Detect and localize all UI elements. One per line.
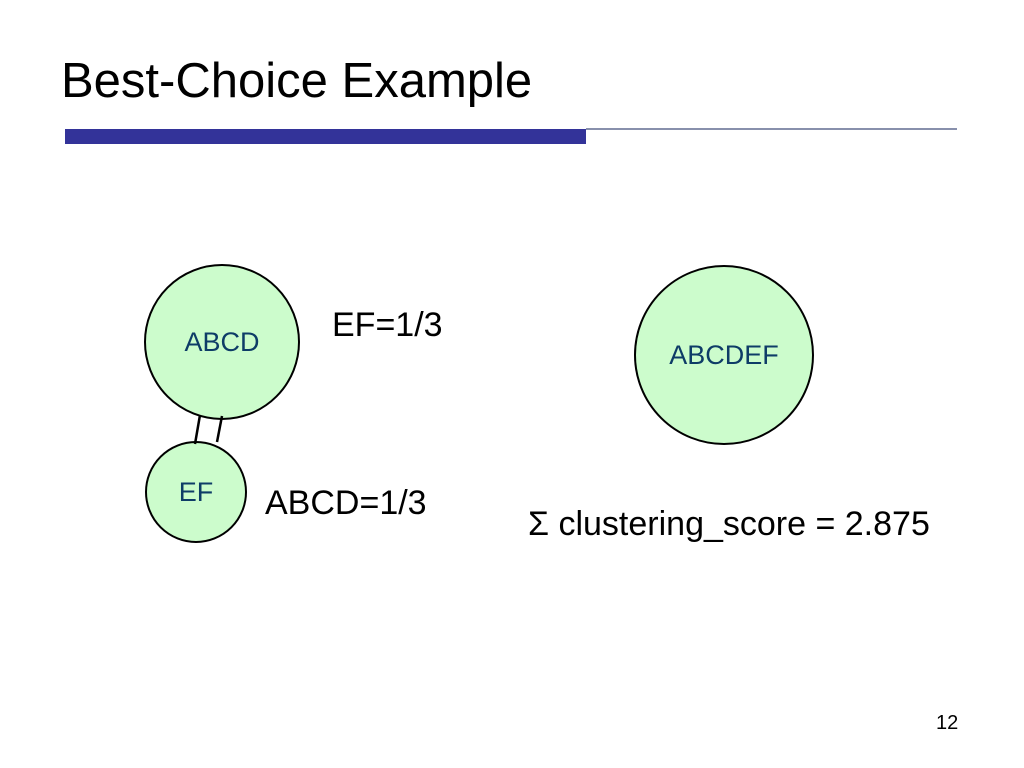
cluster-node-abcd: ABCD bbox=[144, 264, 300, 420]
score-label-abcd: ABCD=1/3 bbox=[265, 484, 427, 522]
edge-line-left bbox=[193, 414, 202, 445]
edge-abcd-ef bbox=[193, 414, 224, 445]
title-accent-bar bbox=[65, 129, 586, 144]
cluster-label-ef: EF bbox=[178, 476, 214, 507]
page-number: 12 bbox=[936, 712, 959, 734]
cluster-label-abcd: ABCD bbox=[184, 326, 260, 357]
edge-line-right bbox=[215, 415, 224, 443]
total-clustering-score-label: Σ clustering_score = 2.875 bbox=[528, 505, 930, 543]
page-title: Best-Choice Example bbox=[61, 54, 533, 108]
cluster-label-abcdef: ABCDEF bbox=[669, 339, 779, 370]
cluster-node-ef: EF bbox=[145, 441, 247, 543]
score-label-ef: EF=1/3 bbox=[332, 306, 443, 344]
cluster-node-abcdef: ABCDEF bbox=[634, 265, 814, 445]
title-thin-rule bbox=[586, 128, 957, 130]
